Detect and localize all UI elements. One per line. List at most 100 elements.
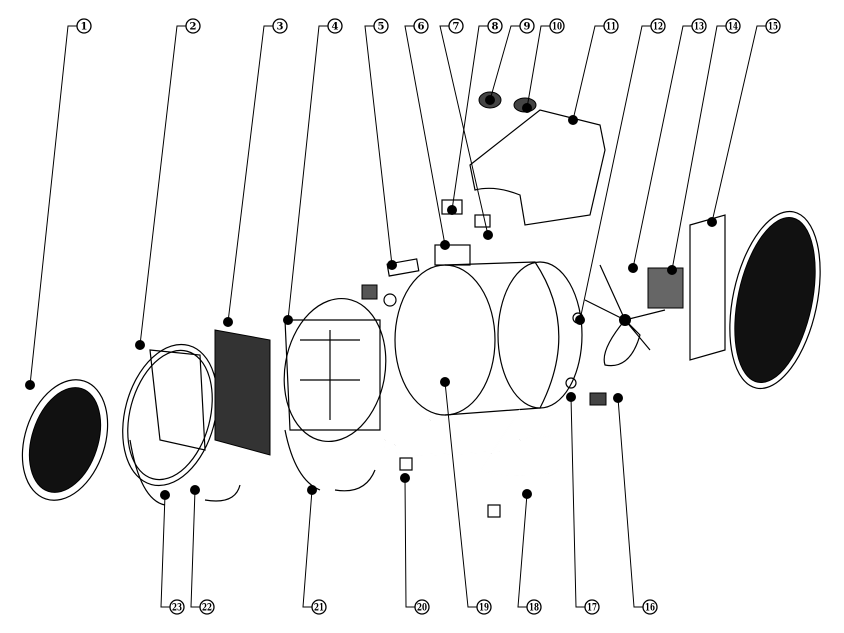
leader-dot [135, 340, 145, 350]
callout-4: 4 [283, 18, 343, 325]
callout-1: 1 [25, 18, 92, 390]
callout-number: 23 [172, 603, 182, 614]
callout-23: 23 [160, 490, 185, 615]
motor [647, 267, 684, 309]
callout-10: 10 [522, 18, 565, 113]
callout-circle [487, 18, 503, 34]
callout-circle [373, 18, 389, 34]
leader-line [444, 381, 477, 608]
rear-grill [729, 210, 821, 390]
leader-dot [522, 489, 532, 499]
callout-circle [169, 599, 185, 615]
leader-line [364, 25, 393, 266]
leader-line [29, 25, 77, 386]
callout-9: 9 [485, 18, 535, 105]
drum-body [394, 261, 583, 416]
callout-2: 2 [135, 18, 201, 350]
callout-7: 7 [439, 18, 493, 240]
callout-circle [414, 599, 430, 615]
callout-number: 14 [728, 22, 738, 33]
leader-line [572, 25, 604, 121]
callout-circle [311, 599, 327, 615]
leader-dot [25, 380, 35, 390]
callout-number: 19 [479, 603, 489, 614]
leader-line [451, 25, 488, 211]
leader-dot [387, 260, 397, 270]
callout-number: 16 [645, 603, 655, 614]
callout-number: 11 [606, 22, 616, 33]
leader-line [404, 477, 415, 608]
leader-dot [667, 265, 677, 275]
front-ring [122, 343, 218, 487]
leader-line [190, 489, 200, 608]
callout-number: 17 [587, 603, 597, 614]
callout-number: 9 [524, 22, 531, 33]
motor-bracket [689, 214, 726, 361]
leader-dot [485, 95, 495, 105]
callout-number: 3 [277, 22, 284, 33]
callout-number: 4 [332, 22, 339, 33]
callout-number: 2 [190, 22, 197, 33]
callout-circle [549, 18, 565, 34]
callout-14: 14 [667, 18, 741, 275]
callout-17: 17 [566, 392, 600, 615]
leader-line [579, 25, 651, 321]
callout-number: 13 [694, 22, 704, 33]
leader-dot [483, 230, 493, 240]
leader-line [287, 25, 328, 321]
leader-line [489, 25, 520, 101]
callout-number: 18 [529, 603, 539, 614]
callout-circle [526, 599, 542, 615]
callout-circle [476, 599, 492, 615]
callout-number: 22 [202, 603, 212, 614]
callout-number: 6 [418, 22, 425, 33]
leader-dot [628, 263, 638, 273]
callout-circle [642, 599, 658, 615]
callout-6: 6 [404, 18, 450, 250]
leader-dot [283, 315, 293, 325]
leader-dot [440, 240, 450, 250]
leader-dot [223, 317, 233, 327]
leader-line [227, 25, 273, 323]
callout-number: 20 [417, 603, 427, 614]
leader-dot [447, 205, 457, 215]
leader-line [139, 25, 186, 346]
stand [383, 409, 562, 476]
callout-number: 21 [314, 603, 324, 614]
leader-dot [522, 103, 532, 113]
leader-dot [613, 393, 623, 403]
callout-circle [199, 599, 215, 615]
callout-circle [765, 18, 781, 34]
callout-15: 15 [707, 18, 781, 227]
callout-number: 5 [378, 22, 385, 33]
callout-22: 22 [190, 485, 215, 615]
leader-line [517, 493, 528, 608]
top-cover [469, 91, 606, 226]
callout-circle [519, 18, 535, 34]
leader-dot [568, 115, 578, 125]
switches [361, 199, 491, 307]
leader-line [711, 25, 766, 223]
leader-line [671, 25, 726, 271]
callout-circle [603, 18, 619, 34]
leader-line [526, 25, 550, 109]
leader-dot [707, 217, 717, 227]
callout-circle [327, 18, 343, 34]
callout-circle [76, 18, 92, 34]
leader-line [160, 494, 170, 608]
callout-13: 13 [628, 18, 707, 273]
leader-dot [190, 485, 200, 495]
callout-18: 18 [517, 489, 542, 615]
callout-8: 8 [447, 18, 503, 215]
leader-dot [400, 473, 410, 483]
callout-19: 19 [440, 377, 492, 615]
heating-element [214, 329, 271, 456]
callout-circle [413, 18, 429, 34]
callout-circle [691, 18, 707, 34]
fan-blade [572, 264, 666, 367]
callout-16: 16 [613, 393, 658, 615]
callout-number: 12 [653, 22, 663, 33]
callout-circle [185, 18, 201, 34]
